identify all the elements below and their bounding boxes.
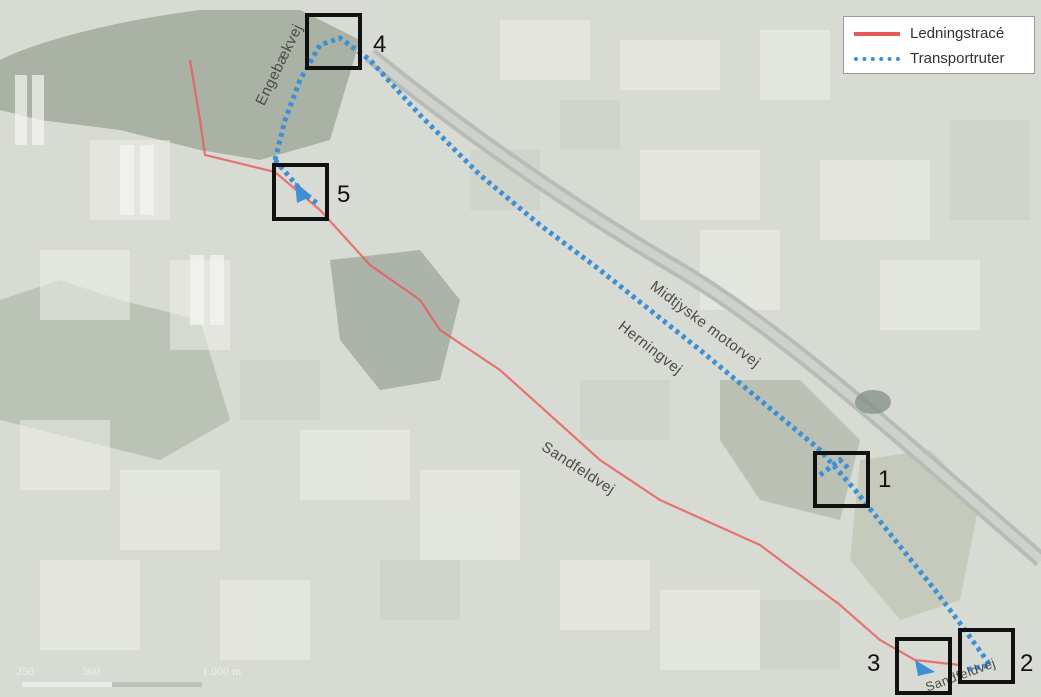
scale-label: 250 xyxy=(16,664,34,678)
map-legend: Ledningstracé Transportruter xyxy=(843,16,1035,74)
marker-box-1[interactable] xyxy=(813,451,870,508)
marker-label-1: 1 xyxy=(878,466,892,493)
legend-label: Ledningstracé xyxy=(910,25,1005,42)
scale-bar: 250 500 1.000 m xyxy=(12,664,252,694)
legend-item-transport-route: Transportruter xyxy=(854,50,1004,67)
legend-label: Transportruter xyxy=(910,50,1005,67)
arrow-icon xyxy=(295,182,312,203)
marker-label-3: 3 xyxy=(867,650,881,677)
marker-box-3[interactable] xyxy=(895,637,952,695)
marker-label-2: 2 xyxy=(1020,650,1034,677)
marker-label-4: 4 xyxy=(373,31,387,58)
legend-item-cable-route: Ledningstracé xyxy=(854,25,1004,42)
marker-box-4[interactable] xyxy=(305,13,362,70)
arrow-icon xyxy=(915,660,935,676)
legend-dotted-line-swatch xyxy=(854,56,900,61)
legend-solid-line-swatch xyxy=(854,31,900,36)
scale-label: 1.000 m xyxy=(202,664,242,678)
cable-route-line xyxy=(188,59,961,667)
marker-label-5: 5 xyxy=(337,181,351,208)
scale-label: 500 xyxy=(82,664,100,678)
marker-box-5[interactable] xyxy=(272,163,329,221)
marker-box-2[interactable] xyxy=(958,628,1015,684)
